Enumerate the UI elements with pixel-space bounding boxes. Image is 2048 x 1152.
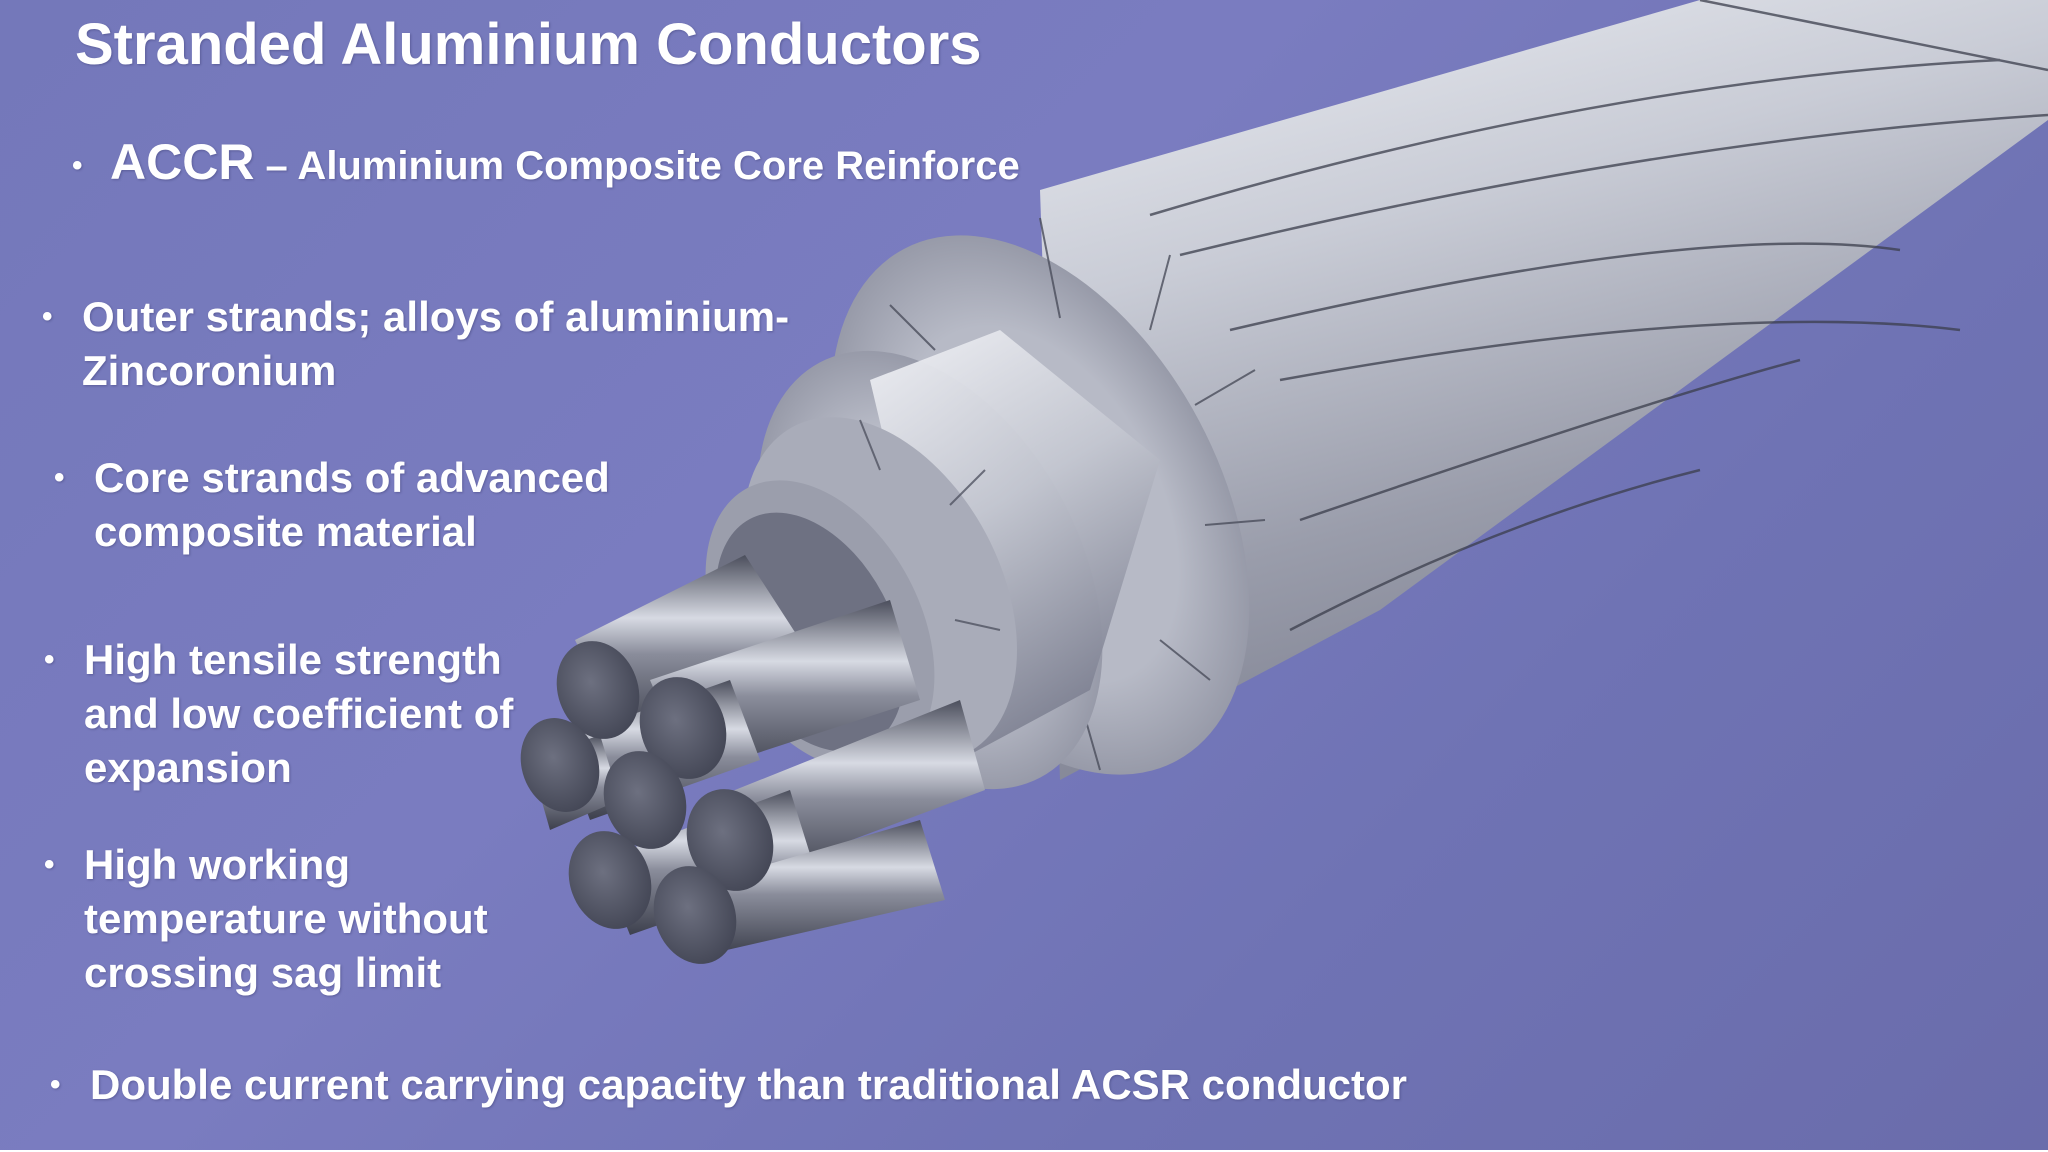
accr-abbreviation: ACCR xyxy=(110,134,255,190)
bullet-text: Double current carrying capacity than tr… xyxy=(90,1061,1407,1108)
bullet-dot-icon: • xyxy=(44,848,55,881)
bullet-dot-icon: • xyxy=(72,149,83,182)
bullet-core-strands: • Core strands of advanced composite mat… xyxy=(54,451,694,559)
slide-title: Stranded Aluminium Conductors xyxy=(75,12,982,77)
bullet-dot-icon: • xyxy=(42,300,53,333)
bullet-tensile-strength: • High tensile strength and low coeffici… xyxy=(44,633,514,795)
bullet-accr: • ACCR – Aluminium Composite Core Reinfo… xyxy=(72,135,1020,193)
bullet-working-temperature: • High working temperature without cross… xyxy=(44,838,574,1000)
accr-expansion: – Aluminium Composite Core Reinforce xyxy=(254,144,1020,188)
bullet-text: Core strands of advanced composite mater… xyxy=(94,454,610,555)
bullet-dot-icon: • xyxy=(44,643,55,676)
bullet-current-capacity: • Double current carrying capacity than … xyxy=(50,1058,1650,1112)
bullet-outer-strands: • Outer strands; alloys of aluminium-Zin… xyxy=(42,290,862,398)
bullet-text: High working temperature without crossin… xyxy=(84,841,488,996)
bullet-text: Outer strands; alloys of aluminium-Zinco… xyxy=(82,293,790,394)
bullet-text: High tensile strength and low coefficien… xyxy=(84,636,514,791)
bullet-dot-icon: • xyxy=(54,461,65,494)
bullet-dot-icon: • xyxy=(50,1068,61,1101)
